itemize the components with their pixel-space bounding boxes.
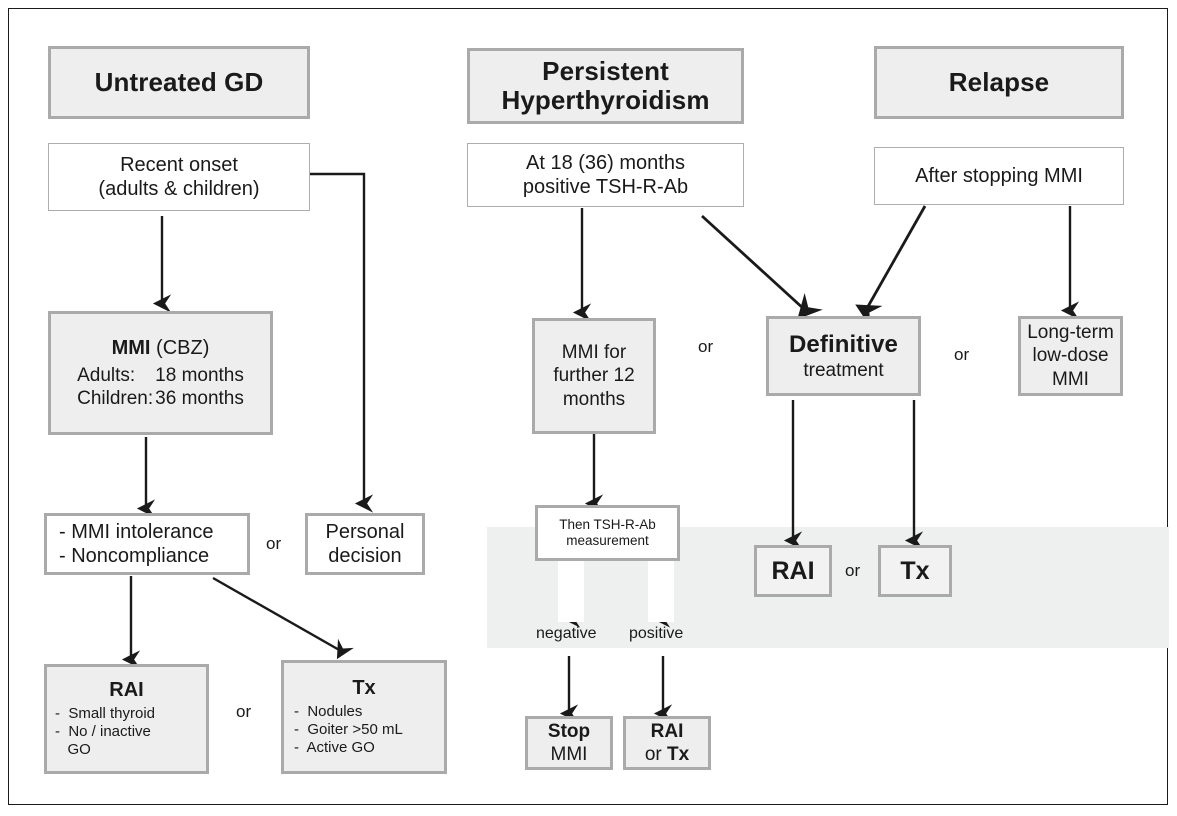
column-header-relapse: Relapse [874, 46, 1124, 119]
node-tx-left: Tx - Nodules - Goiter >50 mL - Active GO [281, 660, 447, 774]
diagram-frame [8, 8, 1168, 805]
tx-left-item: - Active GO [294, 739, 375, 757]
rai-or-tx-line2-bold: Tx [667, 744, 690, 765]
mmi-cbz-row-value: 36 months [155, 388, 244, 410]
long-term-line3: MMI [1052, 368, 1089, 390]
tx-left-items: - Nodules - Goiter >50 mL - Active GO [284, 703, 403, 758]
rai-left-title: RAI [109, 679, 144, 702]
rai-left-item: - Small thyroid [55, 704, 156, 722]
mmi-further-line1: MMI for [561, 342, 627, 364]
node-long-term-low-dose-mmi: Long-term low-dose MMI [1018, 316, 1123, 396]
node-mmi-intolerance: - MMI intolerance - Noncompliance [44, 513, 250, 575]
node-personal-decision: Personal decision [305, 513, 425, 575]
rai-band-label: RAI [771, 556, 815, 585]
header-label: Untreated GD [94, 66, 264, 97]
header-label: Relapse [948, 66, 1050, 97]
column-header-persistent-hyperthyroidism: Persistent Hyperthyroidism [467, 48, 744, 124]
node-rai-band: RAI [754, 545, 832, 597]
definitive-line2: treatment [803, 360, 884, 382]
rai-or-tx-line2-pre: or [644, 744, 667, 765]
tx-left-item: - Goiter >50 mL [294, 721, 403, 739]
branch-label-positive: positive [629, 625, 684, 642]
mmi-cbz-title-bold: MMI [111, 336, 151, 359]
definitive-line1: Definitive [788, 330, 899, 358]
tx-left-item: - Nodules [294, 702, 363, 720]
header-label-line2: Hyperthyroidism [501, 85, 710, 115]
mmi-cbz-row: Children: 36 months [77, 387, 244, 410]
mmi-cbz-row-label: Adults: [77, 365, 136, 387]
node-rai-or-tx: RAI or Tx [623, 716, 711, 770]
or-label-right: or [954, 345, 970, 364]
mmi-cbz-row-value: 18 months [155, 365, 244, 387]
then-tsh-line2: measurement [566, 533, 649, 548]
mmi-intolerance-line2: - Noncompliance [59, 545, 210, 567]
node-after-stopping-mmi: After stopping MMI [874, 147, 1124, 205]
mmi-cbz-row-label: Children: [77, 388, 154, 410]
recent-onset-line1: Recent onset [120, 153, 238, 176]
mmi-further-line2: further 12 [553, 365, 635, 387]
stop-mmi-line2: MMI [550, 744, 588, 765]
node-recent-onset: Recent onset (adults & children) [48, 143, 310, 211]
rai-left-item: GO [55, 741, 91, 759]
mmi-cbz-rows: Adults: 18 months Children: 36 months [77, 364, 244, 410]
or-label-middle: or [698, 337, 714, 356]
at-18-36-line2: positive TSH-R-Ab [522, 176, 689, 198]
arrow-backing-positive [648, 560, 674, 622]
branch-label-negative: negative [536, 625, 597, 642]
tx-left-title: Tx [352, 677, 376, 700]
tx-band-label: Tx [900, 556, 930, 585]
rai-or-tx-line1: RAI [650, 720, 684, 742]
node-tx-band: Tx [878, 545, 952, 597]
stop-mmi-line1: Stop [547, 720, 591, 742]
mmi-cbz-title-rest: (CBZ) [150, 336, 210, 359]
or-label-left-mid: or [266, 534, 282, 553]
node-rai-left: RAI - Small thyroid - No / inactive GO [44, 664, 209, 774]
node-at-18-36-months: At 18 (36) months positive TSH-R-Ab [467, 143, 744, 207]
rai-left-item: - No / inactive [55, 723, 151, 741]
node-then-tsh-r-ab: Then TSH-R-Ab measurement [535, 505, 680, 561]
recent-onset-line2: (adults & children) [98, 178, 260, 200]
node-mmi-further-12-months: MMI for further 12 months [532, 318, 656, 434]
node-definitive-treatment: Definitive treatment [766, 316, 921, 396]
or-label-band: or [845, 561, 861, 580]
rai-or-tx-line2: or Tx [645, 743, 689, 766]
arrow-backing-negative [558, 560, 584, 622]
long-term-line2: low-dose [1032, 345, 1109, 367]
mmi-further-line3: months [562, 388, 626, 410]
after-stopping-mmi-label: After stopping MMI [915, 164, 1083, 187]
or-label-left-bottom: or [236, 702, 252, 721]
node-stop-mmi: Stop MMI [525, 716, 613, 770]
column-header-untreated-gd: Untreated GD [48, 46, 310, 119]
then-tsh-line1: Then TSH-R-Ab [559, 516, 656, 532]
node-mmi-cbz: MMI (CBZ) Adults: 18 months Children: 36… [48, 311, 273, 435]
at-18-36-line1: At 18 (36) months [526, 151, 685, 174]
header-label-line1: Persistent [542, 55, 669, 86]
personal-decision-line1: Personal [325, 520, 405, 543]
mmi-intolerance-line1: - MMI intolerance [59, 520, 214, 543]
mmi-cbz-row: Adults: 18 months [77, 364, 244, 387]
long-term-line1: Long-term [1027, 322, 1114, 344]
rai-left-items: - Small thyroid - No / inactive GO [47, 705, 155, 760]
personal-decision-line2: decision [328, 545, 402, 567]
mmi-cbz-title: MMI (CBZ) [112, 336, 210, 360]
